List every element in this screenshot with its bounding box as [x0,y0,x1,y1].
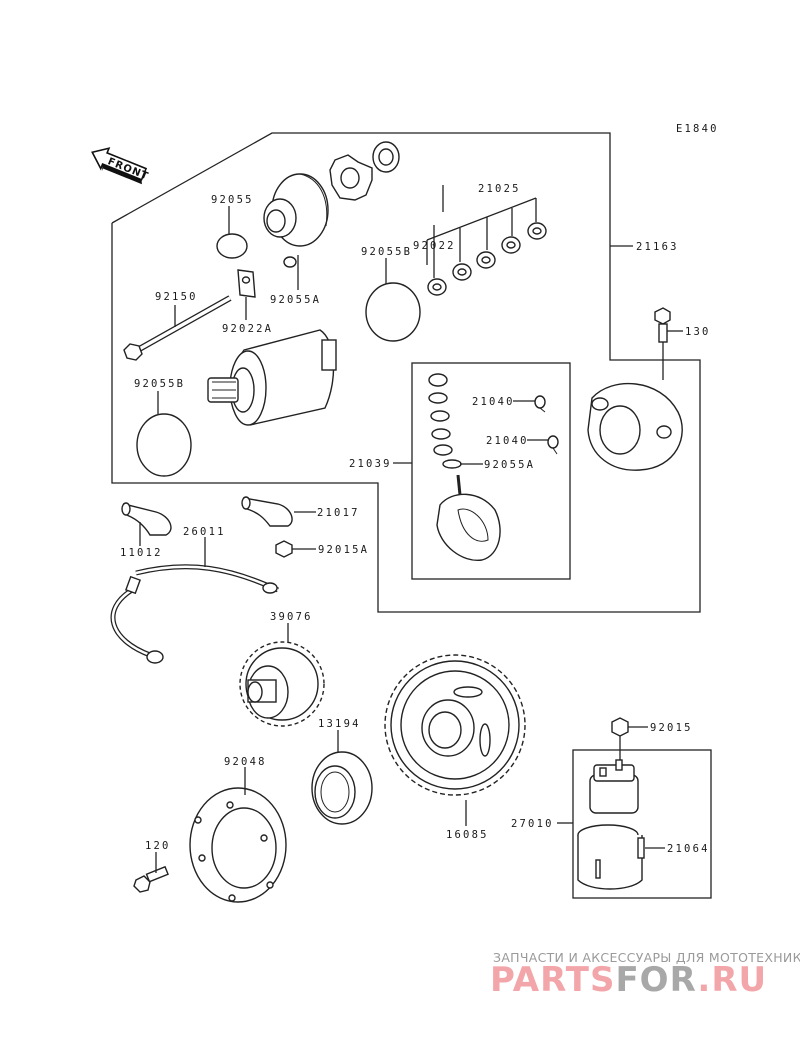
terminal-boot-21017 [241,496,293,527]
starter-motor-body [207,329,337,426]
brush-plate-21039 [436,474,501,561]
diagram-reference-code: E1840 [676,123,719,135]
label-130: 130 [685,326,711,338]
watermark-logo: PARTSFOR.RU [490,963,767,997]
label-92015A: 92015A [318,544,369,556]
one-way-clutch-13194 [311,751,373,825]
label-92015: 92015 [650,722,693,734]
label-21163: 21163 [636,241,679,253]
starter-front-cover [263,173,329,247]
bolt-120 [133,865,169,893]
label-21040-a: 21040 [472,396,515,408]
label-21040-b: 21040 [486,435,529,447]
idler-gear-39076 [239,641,325,727]
label-39076: 39076 [270,611,313,623]
label-92055B-top: 92055B [361,246,412,258]
label-21039: 21039 [349,458,392,470]
gasket-92048 [189,787,287,903]
bolt-130 [654,307,671,343]
label-21064: 21064 [667,843,710,855]
solenoid-cover-21064 [577,824,645,890]
brush-21040-b [547,435,559,455]
watermark-tagline: ЗАПЧАСТИ И АКСЕССУАРЫ ДЛЯ МОТОТЕХНИКИ [493,950,800,965]
label-92055: 92055 [211,194,254,206]
subassembly-box-21039 [411,362,571,580]
thrust-washer [372,141,400,173]
label-92022: 92022 [413,240,456,252]
cap-11012 [121,502,172,536]
watermark-logo-ru: .RU [697,960,768,1000]
label-21025: 21025 [478,183,521,195]
starter-solenoid-27010 [589,759,639,814]
brush-21040-a [534,395,546,413]
label-92055A-top: 92055A [270,294,321,306]
watermark-logo-for: FOR [615,960,698,1000]
plate-92022A [237,269,256,298]
label-92022A: 92022A [222,323,273,335]
label-26011: 26011 [183,526,226,538]
label-92055B-left: 92055B [134,378,185,390]
label-92055A-mid: 92055A [484,459,535,471]
nut-92015A [275,540,293,558]
label-92150: 92150 [155,291,198,303]
starter-clutch-gear-16085 [384,654,526,796]
label-21017: 21017 [317,507,360,519]
washer-92022 [427,278,447,296]
label-16085: 16085 [446,829,489,841]
subassembly-box-27010 [572,749,712,899]
o-ring-92055A-small [283,256,297,268]
brush-holder-washers [428,373,462,469]
watermark-logo-parts: PARTS [490,960,616,1000]
nut-92015 [611,717,629,737]
o-ring-92055 [216,233,248,259]
label-92048: 92048 [224,756,267,768]
o-ring-92055B-top [365,282,421,342]
o-ring-92055B-left [136,413,192,477]
assembly-outline-21163 [111,132,701,613]
through-bolt-92150 [123,295,232,361]
label-11012: 11012 [120,547,163,559]
label-27010: 27010 [511,818,554,830]
front-direction-arrow-icon: FRONT [91,147,150,185]
washer-set-21025 [452,222,547,281]
starter-cable-26011 [110,564,280,664]
starter-rear-cover [587,382,683,471]
label-120: 120 [145,840,171,852]
label-13194: 13194 [318,718,361,730]
lock-washer [329,154,373,201]
